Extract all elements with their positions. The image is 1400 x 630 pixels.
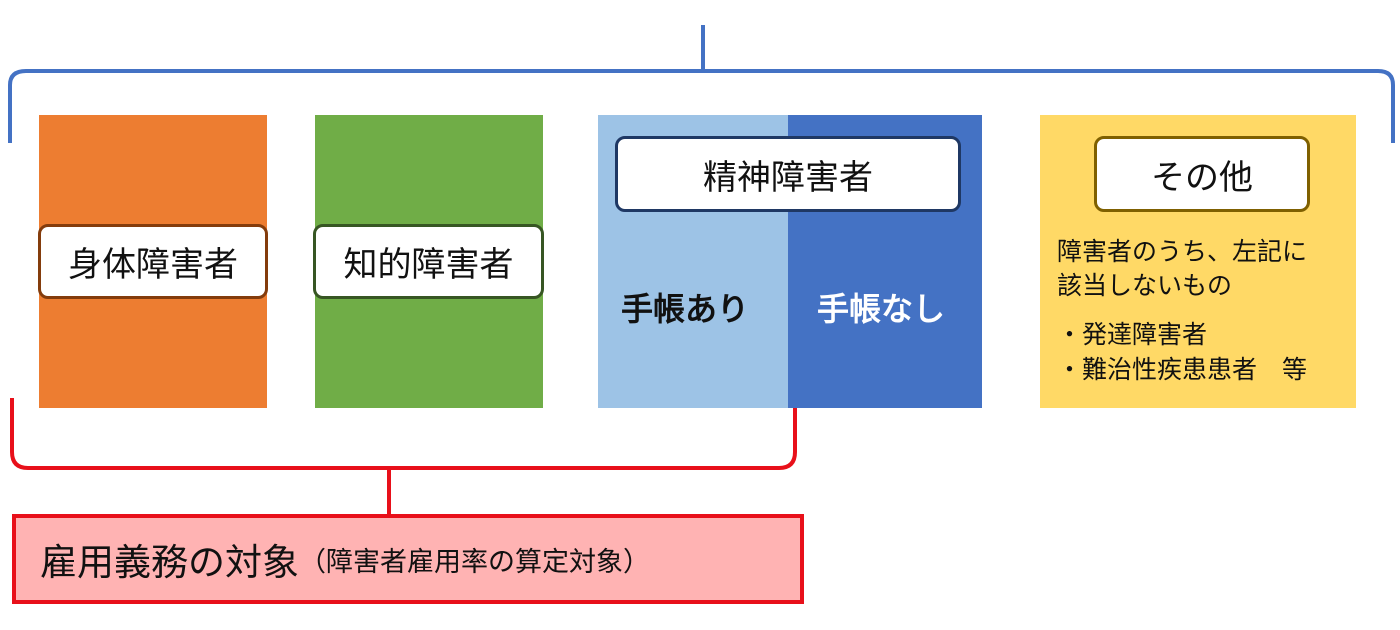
other-example-1: ・発達障害者 [1057,320,1208,349]
with-notebook-label: 手帳あり [621,290,750,328]
mental-disability-label: 精神障害者 [615,136,961,212]
employment-obligation-box: 雇用義務の対象 （障害者雇用率の算定対象） [12,514,804,604]
without-notebook-label: 手帳なし [817,290,946,328]
employment-obligation-subtitle: （障害者雇用率の算定対象） [299,546,650,578]
employment-obligation-title: 雇用義務の対象 [40,541,299,584]
bottom-bracket [10,398,797,514]
intellectual-disability-label: 知的障害者 [313,224,544,299]
other-label: その他 [1094,136,1310,212]
other-description-line-1: 障害者のうち、左記に [1057,237,1308,266]
other-example-2: ・難治性疾患患者 等 [1057,355,1308,384]
top-bracket [8,25,1395,143]
physical-disability-label: 身体障害者 [38,224,268,299]
other-description-line-2: 該当しないもの [1057,271,1233,300]
